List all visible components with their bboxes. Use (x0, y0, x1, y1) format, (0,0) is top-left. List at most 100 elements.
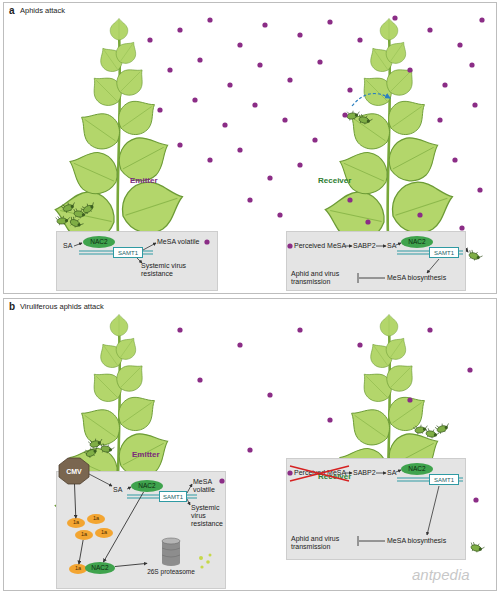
mesa-volatile-dots-part (207, 17, 212, 22)
mesa-volatile-dots-part (247, 197, 252, 202)
mesa-volatile-dots-part (317, 59, 322, 64)
node-text: SAMT1 (434, 250, 454, 256)
virus-octagon-part-part (59, 458, 89, 484)
mesa-volatile-dots-part (477, 187, 482, 192)
text-holder: 1a (87, 514, 105, 524)
node-text: MeSA biosynthesis (387, 537, 457, 545)
plants-part (50, 18, 190, 246)
receiver-virus-pathway-part (358, 536, 385, 546)
proteasome-part-part (162, 548, 180, 557)
edge-arrow (115, 563, 147, 566)
emitter-virus-pathway-part (127, 495, 197, 498)
receiver-pathway-part (287, 243, 292, 248)
mesa-volatile-dots-part (237, 42, 242, 47)
aphids-part (467, 249, 483, 262)
text-holder: NAC2 (85, 562, 115, 574)
node-text: NAC2 (138, 483, 155, 490)
emitter-virus-pathway-part (89, 474, 112, 486)
text-holder: CMV (59, 458, 89, 484)
mesa-volatile-dots-part (327, 19, 332, 24)
mesa-volatile-dots-part (177, 142, 182, 147)
mesa-volatile-dots-part (167, 67, 172, 72)
node-text: Viruliferous aphids attack (20, 303, 220, 312)
mesa-volatile-dots-part (365, 219, 370, 224)
node-text: NAC2 (408, 239, 425, 246)
plant-label: Emitter (132, 450, 160, 459)
node-text: Perceived MeSA (294, 242, 350, 250)
node-text: 1a (75, 566, 81, 572)
emitter-virus-pathway (89, 474, 225, 569)
pathway-box: SAMeSA volatileSystemic virus resistance… (57, 232, 217, 290)
receiver-virus-pathway-part (287, 470, 292, 475)
receiver-pathway-part (345, 246, 352, 247)
pathway-box: SAMeSA volatileSystemic virus resistance… (57, 472, 225, 588)
mesa-volatile-dots-part (262, 22, 267, 27)
mesa-volatile-dots-part (177, 27, 182, 32)
plant-label: Receiver (318, 176, 351, 185)
aphids-part (80, 201, 97, 216)
receiver-virus-pathway-part (290, 466, 349, 481)
receiver-virus-pathway-part (427, 486, 439, 535)
mesa-volatile-dots-part (452, 157, 457, 162)
receiver-virus-pathway-part (376, 473, 386, 474)
emitter-virus-pathway-part (187, 499, 190, 505)
node-text: SABP2 (353, 469, 379, 477)
receiver-pathway-part (358, 273, 385, 283)
virus-octagon: CMV (59, 458, 89, 484)
panel-band: aAphids attackSA MeSA volatileSystemic vi… (4, 3, 496, 293)
node-text: Aphids attack (20, 7, 220, 16)
mesa-volatile-dots-part (459, 225, 464, 230)
text-holder: 1a (75, 530, 93, 540)
mesa-volatile-dots-part (427, 327, 432, 332)
mesa-volatile-dots-part (197, 377, 202, 382)
mesa-volatile-dots-part (312, 137, 317, 142)
proteasome-part-part (162, 538, 180, 544)
text-holder: 1a (95, 528, 113, 538)
emitter-pathway (74, 239, 210, 263)
edge-arrow (79, 540, 83, 564)
mesa-volatile-dots-part (267, 392, 272, 397)
node-text: Systemic virus resistance (141, 262, 215, 278)
node-text: 1a (93, 516, 99, 522)
mesa-volatile-dots-part (252, 102, 257, 107)
mesa-volatile-dots-part (147, 37, 152, 42)
mesa-volatile-dots-part (472, 102, 477, 107)
gene-box: SAMT1 (159, 491, 187, 502)
plant-label: Receiver (318, 472, 351, 481)
viral-protein: 1a (87, 514, 105, 524)
emitter-virus-pathway-part (200, 565, 203, 568)
proteasome-part (147, 538, 195, 584)
emitter-virus-pathway-part (127, 487, 131, 489)
mesa-volatile-dots-part (282, 117, 287, 122)
mesa-volatile-dots-part (257, 62, 262, 67)
aphids-part (56, 215, 71, 225)
aphid-movement (352, 94, 468, 253)
aphids-part (68, 216, 84, 230)
node-text: NAC2 (90, 239, 107, 246)
node-text: MeSA volatile (157, 238, 213, 246)
receiver-virus-pathway-part (397, 478, 463, 481)
viral-protein: 1a (75, 530, 93, 540)
receiver-pathway-part (376, 246, 386, 247)
proteasome: 26S proteasome (147, 538, 195, 584)
text-holder: NAC2 (83, 236, 115, 248)
mesa-volatile-dots-part (347, 87, 352, 92)
aphids-part (357, 114, 373, 126)
mesa-volatile-dots-part (277, 212, 282, 217)
node-text: a (9, 5, 21, 17)
mesa-volatile-dots-part (407, 67, 412, 72)
receiver-pathway-part (427, 259, 439, 273)
mesa-volatile-dots-part (297, 32, 302, 37)
mesa-volatile-dots-part (247, 447, 252, 452)
node-text: SA (387, 242, 399, 250)
mesa-volatile-dots-part (467, 367, 472, 372)
emitter-pathway-part (143, 243, 156, 250)
emitter-virus-pathway-part (187, 484, 192, 493)
proteasome-part-part (162, 560, 180, 566)
plants-part (320, 18, 460, 246)
mesa-volatile-dots-part (207, 157, 212, 162)
emitter-virus-pathway-part (219, 478, 224, 483)
node-text: Aphid and virus transmission (291, 535, 357, 551)
